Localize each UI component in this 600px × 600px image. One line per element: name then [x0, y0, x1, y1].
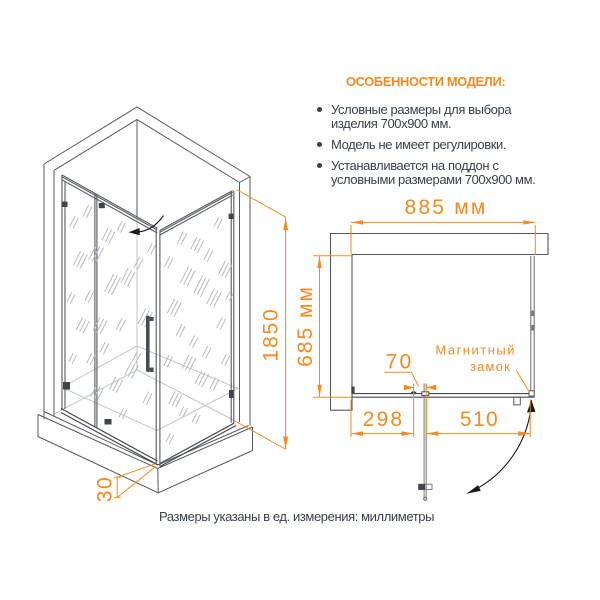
- svg-text:510: 510: [460, 408, 499, 431]
- svg-text:685 мм: 685 мм: [294, 285, 317, 367]
- svg-text:885 мм: 885 мм: [405, 196, 488, 219]
- svg-text:298: 298: [363, 408, 405, 431]
- svg-text:30: 30: [94, 476, 117, 503]
- svg-text:70: 70: [386, 351, 414, 374]
- svg-text:Магнитный: Магнитный: [435, 343, 516, 358]
- svg-text:замок: замок: [470, 359, 511, 374]
- svg-text:1850: 1850: [260, 308, 283, 362]
